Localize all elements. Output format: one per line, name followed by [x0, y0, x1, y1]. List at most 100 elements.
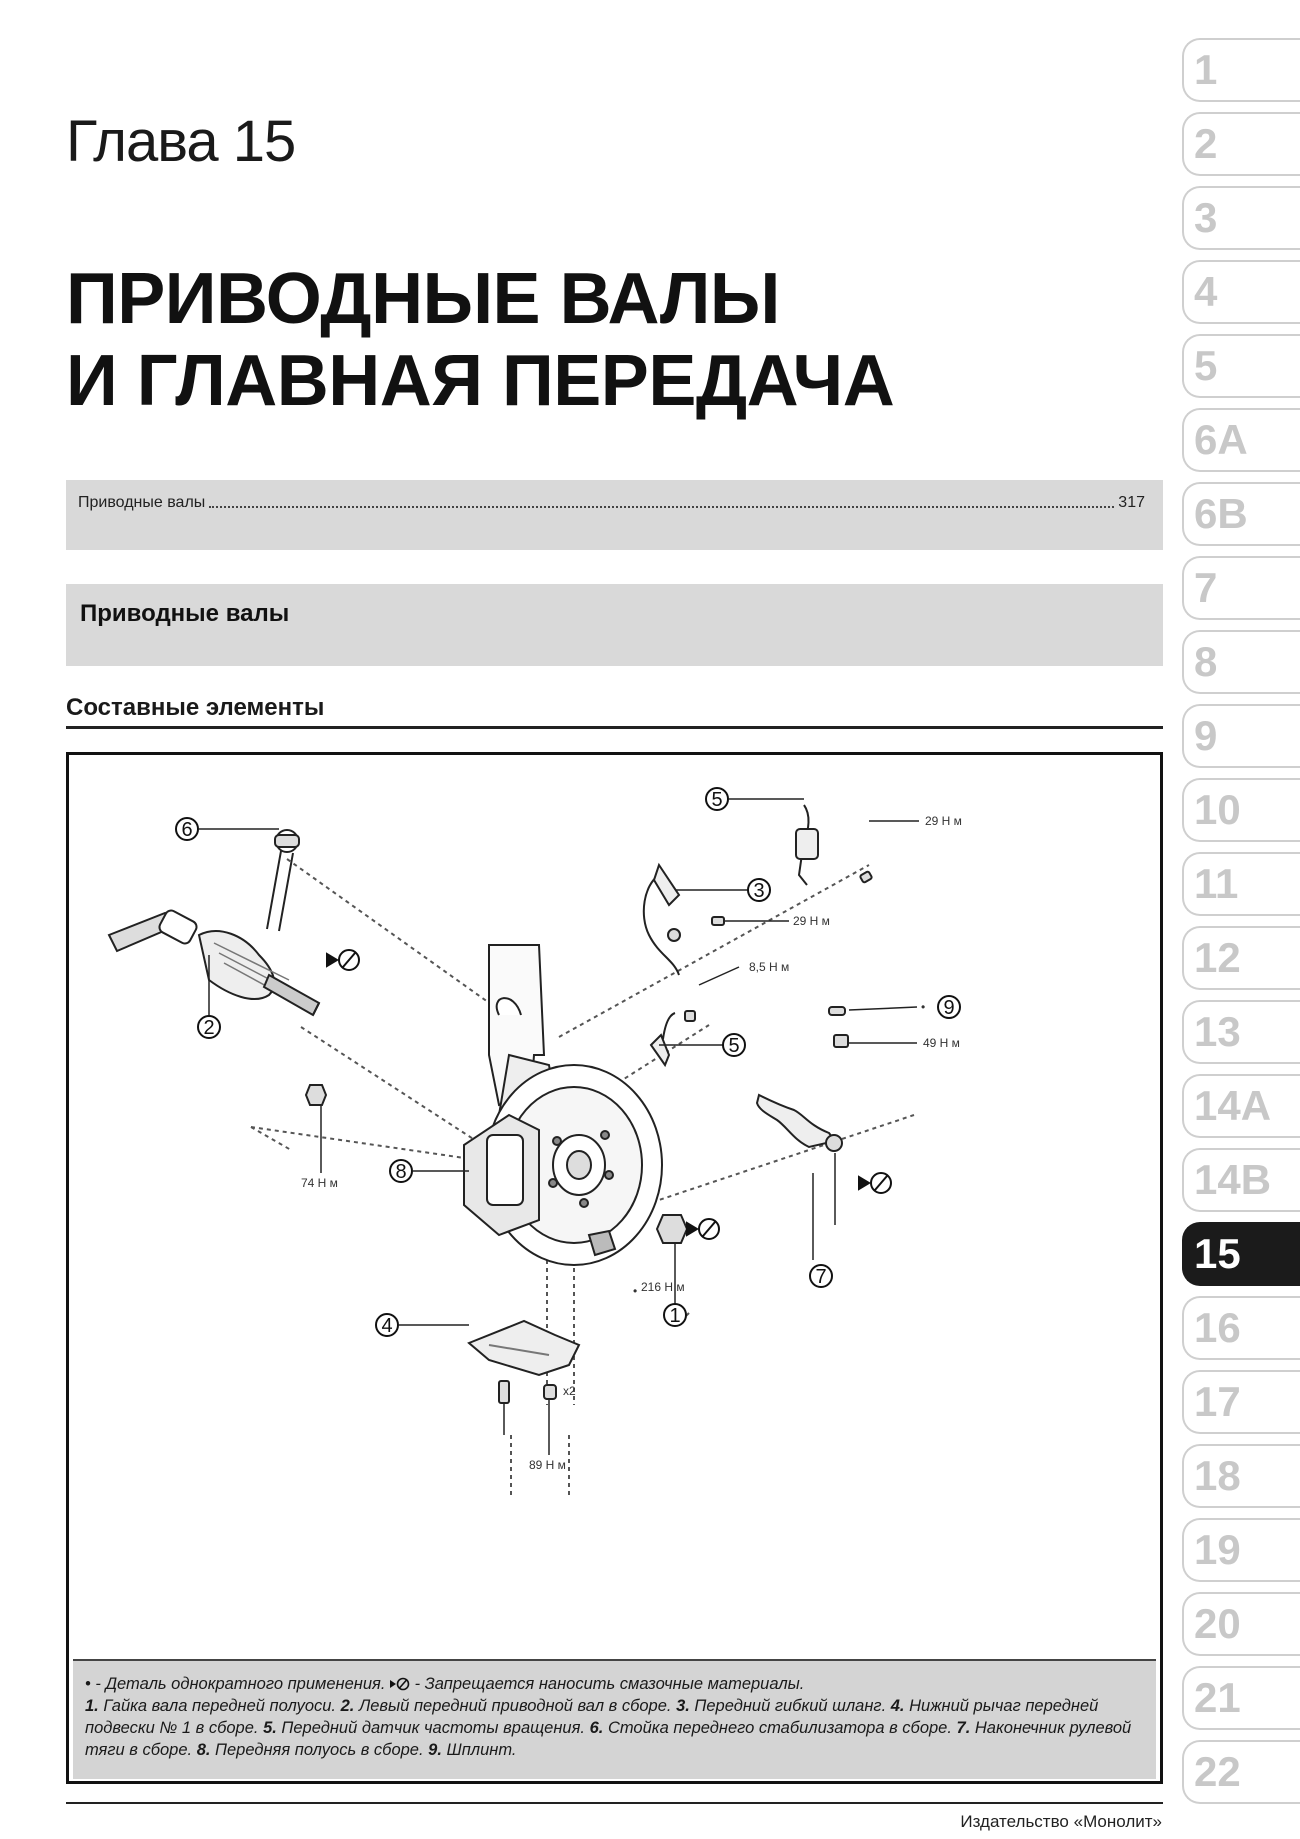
caption-item-num: 7.: [956, 1719, 971, 1737]
caption-item-text: Стойка переднего стабилизатора в сборе.: [603, 1719, 957, 1737]
no-grease-markers: [326, 949, 892, 1240]
brake-disc-hub: [463, 1064, 663, 1266]
caption-item-num: 5.: [263, 1719, 277, 1737]
no-grease-icon: [390, 1677, 410, 1691]
legend-no-grease: - Запрещается наносить смазочные материа…: [410, 1675, 805, 1693]
toc-entry-title: Приводные валы: [78, 494, 206, 511]
section-header: Приводные валы: [66, 584, 1163, 666]
chapter-tab[interactable]: 5: [1182, 334, 1300, 398]
chapter-tab[interactable]: 9: [1182, 704, 1300, 768]
subsection-divider: [66, 726, 1163, 729]
chapter-tab[interactable]: 22: [1182, 1740, 1300, 1804]
no-grease-icon: [686, 1218, 720, 1240]
torque-label-tie-rod: 49 Н м: [923, 1036, 960, 1050]
chapter-tab[interactable]: 17: [1182, 1370, 1300, 1434]
chapter-tab[interactable]: 21: [1182, 1666, 1300, 1730]
chapter-title-line-2: и главная передача: [66, 341, 895, 421]
chapter-tab[interactable]: 4: [1182, 260, 1300, 324]
tie-rod-end: [755, 1093, 843, 1152]
caption-item-num: 3.: [676, 1697, 690, 1715]
chapter-label: Глава 15: [66, 109, 296, 174]
no-grease-icon: [326, 949, 360, 971]
callout-num-1: 1: [669, 1305, 680, 1327]
callout-2: [197, 1015, 221, 1039]
caption-item-num: 4.: [890, 1697, 905, 1715]
callout-9: [937, 995, 961, 1019]
callout-num-2: 2: [203, 1017, 214, 1039]
caption-item-num: 8.: [196, 1741, 211, 1759]
lower-arm: [467, 1319, 581, 1377]
caption-item-num: 9.: [428, 1741, 442, 1759]
chapter-tab[interactable]: 13: [1182, 1000, 1300, 1064]
chapter-tab[interactable]: 6A: [1182, 408, 1300, 472]
leader-lines: [199, 798, 919, 1455]
legend-single-use: • - Деталь однократного применения.: [85, 1675, 386, 1693]
toc-entry-page: 317: [1118, 494, 1145, 511]
drive-shaft: [107, 909, 321, 1017]
chapter-title-line-1: Приводные валы: [66, 259, 780, 339]
chapter-tab[interactable]: 1: [1182, 38, 1300, 102]
caption-item-text: Передняя полуось в сборе.: [210, 1741, 429, 1759]
chapter-tab-active[interactable]: 15: [1182, 1222, 1300, 1286]
chapter-tab[interactable]: 2: [1182, 112, 1300, 176]
chapter-tab[interactable]: 8: [1182, 630, 1300, 694]
footer-divider: [66, 1802, 1163, 1804]
callout-4: [375, 1313, 399, 1337]
chapter-tab[interactable]: 12: [1182, 926, 1300, 990]
caption-item-text: Наконечник рулевой тяги в сборе.: [85, 1719, 1132, 1759]
torque-label-arm: 89 Н м: [529, 1458, 566, 1472]
chapter-tab[interactable]: 11: [1182, 852, 1300, 916]
chapter-tab[interactable]: 7: [1182, 556, 1300, 620]
callout-num-5-top: 5: [711, 789, 722, 811]
stabilizer-link: [266, 829, 300, 932]
caption-item-text: Передний датчик частоты вращения.: [276, 1719, 590, 1737]
callout-num-7: 7: [815, 1266, 826, 1288]
caption-item-text: Левый передний приводной вал в сборе.: [354, 1697, 677, 1715]
chapter-tab[interactable]: 18: [1182, 1444, 1300, 1508]
torque-label-bracket: 8,5 Н м: [749, 960, 789, 974]
chapter-tab[interactable]: 14A: [1182, 1074, 1300, 1138]
exploded-diagram: 6 2 5 3 9 5 8 1 7 4 29 Н м 29 Н м 8,5 Н …: [107, 787, 962, 1499]
chapter-tab[interactable]: 20: [1182, 1592, 1300, 1656]
torque-label-sensor: 29 Н м: [925, 814, 962, 828]
multiplier-label: x2: [563, 1384, 576, 1398]
no-grease-icon: [858, 1172, 892, 1194]
flex-hose: [642, 862, 681, 976]
caption-item-num: 2.: [340, 1697, 355, 1715]
chapter-tabs: 1 2 3 4 5 6A 6B 7 8 9 10 11 12 13 14A 14…: [1182, 38, 1300, 1814]
toc-entry[interactable]: Приводные валы 317: [78, 494, 1145, 512]
speed-sensor-lower: [649, 1012, 676, 1068]
table-of-contents: Приводные валы 317: [66, 480, 1163, 550]
chapter-tab[interactable]: 14B: [1182, 1148, 1300, 1212]
chapter-tab[interactable]: 3: [1182, 186, 1300, 250]
callout-num-4: 4: [381, 1315, 392, 1337]
caption-item-num: 6.: [589, 1719, 604, 1737]
toc-leader-dots: [209, 506, 1115, 508]
fasteners: [304, 870, 873, 1404]
chapter-tab[interactable]: 6B: [1182, 482, 1300, 546]
callout-1: [663, 1303, 687, 1327]
components-figure: 6 2 5 3 9 5 8 1 7 4 29 Н м 29 Н м 8,5 Н …: [66, 752, 1163, 1784]
single-use-dot-icon: •: [921, 1000, 925, 1014]
chapter-tab[interactable]: 10: [1182, 778, 1300, 842]
callout-5-top: [705, 787, 729, 811]
callout-numbers: 6 2 5 3 9 5 8 1 7 4: [181, 789, 954, 1337]
callout-8: [389, 1159, 413, 1183]
callout-num-8: 8: [395, 1161, 406, 1183]
chapter-title: Приводные валы и главная передача: [66, 258, 895, 422]
callout-5-lower: [722, 1033, 746, 1057]
publisher-name: Издательство «Монолит»: [960, 1812, 1162, 1831]
torque-label-hub-nut: 216 Н м: [641, 1280, 685, 1294]
callout-num-5-lower: 5: [728, 1035, 739, 1057]
figure-caption: • - Деталь однократного применения. - За…: [73, 1659, 1156, 1779]
chapter-tab[interactable]: 16: [1182, 1296, 1300, 1360]
chapter-tab[interactable]: 19: [1182, 1518, 1300, 1582]
caption-item-text: Гайка вала передней полуоси.: [98, 1697, 341, 1715]
callout-7: [809, 1264, 833, 1288]
caption-item-text: Шплинт.: [441, 1741, 517, 1759]
callout-num-6: 6: [181, 819, 192, 841]
section-title: Приводные валы: [80, 600, 290, 627]
torque-label-stabilizer: 74 Н м: [301, 1176, 338, 1190]
single-use-dot-icon: •: [633, 1284, 637, 1298]
callout-6: [175, 817, 199, 841]
